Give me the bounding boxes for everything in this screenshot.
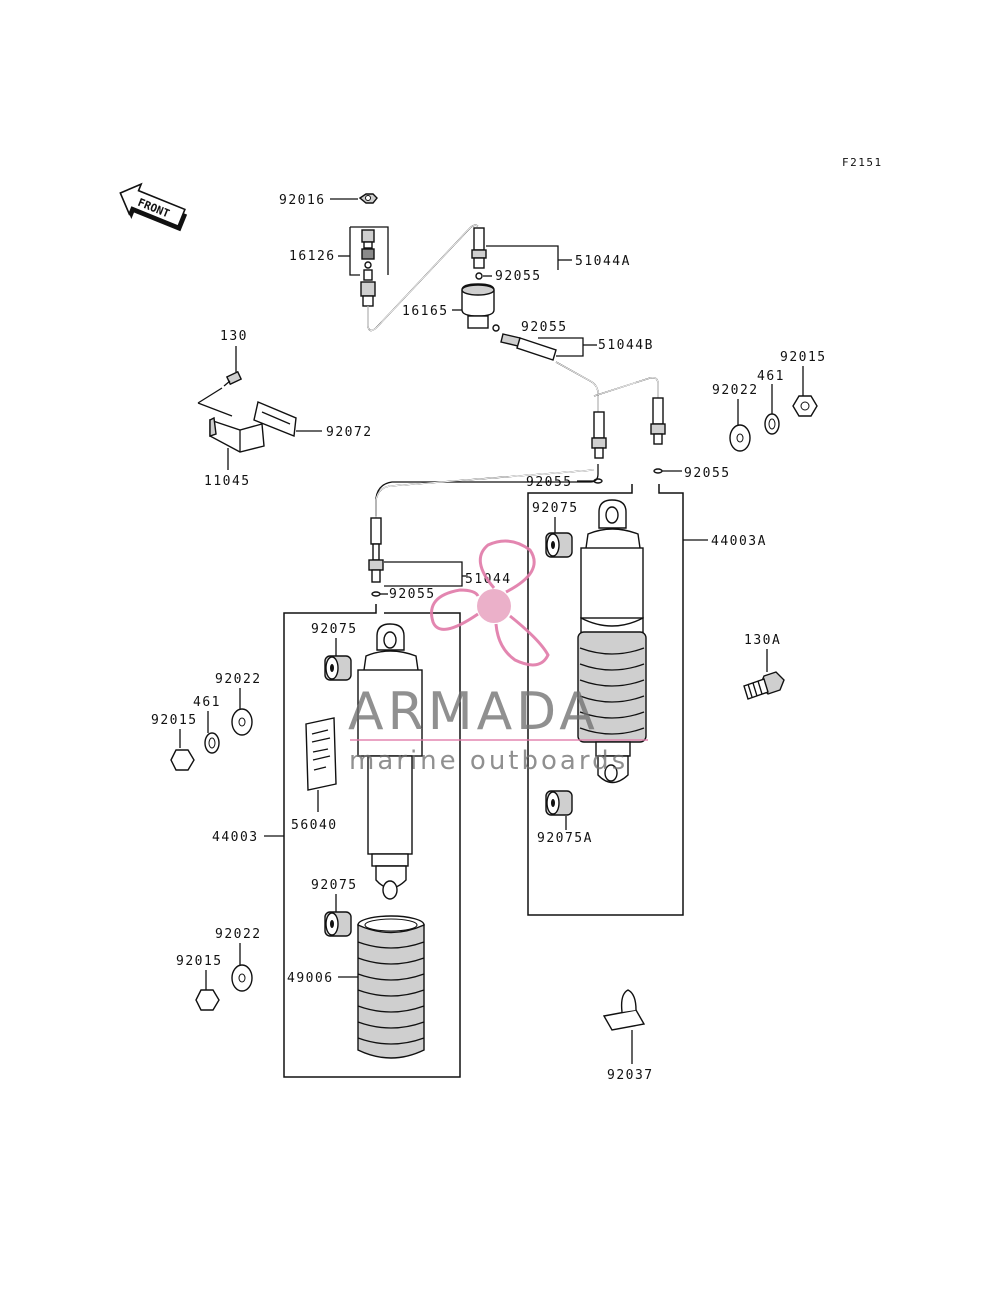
washer-461-left <box>204 732 220 754</box>
reservoir-16165 <box>461 283 495 329</box>
label-44003: 44003 <box>212 830 259 845</box>
label-92055-e: 92055 <box>389 587 436 602</box>
front-arrow-icon: FRONT <box>119 182 188 232</box>
boot-49006 <box>357 915 425 1059</box>
bracket-11045 <box>209 416 265 453</box>
label-461-left: 461 <box>193 695 221 710</box>
bushing-92075A <box>545 790 573 816</box>
label-16126: 16126 <box>289 249 336 264</box>
nut-92016 <box>358 193 378 204</box>
fitting-right-b <box>650 397 666 445</box>
hose-end-51044 <box>368 517 384 583</box>
label-92075-left1: 92075 <box>311 622 358 637</box>
label-92022-right: 92022 <box>712 383 759 398</box>
label-56040: 56040 <box>291 818 338 833</box>
shock-absorber-44003A <box>577 499 647 784</box>
label-92022-left1: 92022 <box>215 672 262 687</box>
label-decal-56040 <box>305 717 337 791</box>
label-92015-left1: 92015 <box>151 713 198 728</box>
label-92075A: 92075A <box>537 831 593 846</box>
fitting-16126 <box>360 229 376 307</box>
bushing-92075-left2 <box>324 911 352 937</box>
label-92015-right: 92015 <box>780 350 827 365</box>
washer-92022-left1 <box>231 708 253 736</box>
label-130: 130 <box>220 329 248 344</box>
label-92037: 92037 <box>607 1068 654 1083</box>
label-51044A: 51044A <box>575 254 631 269</box>
diagram-id: F2151 <box>842 156 883 169</box>
washer-92022-right <box>729 424 751 452</box>
label-92055-d: 92055 <box>684 466 731 481</box>
bolt-130 <box>223 370 243 387</box>
label-49006: 49006 <box>287 971 334 986</box>
washer-461-right <box>764 413 780 435</box>
hose-end-51044B <box>500 333 557 361</box>
propeller-logo-icon <box>430 539 550 667</box>
nut-92015-right <box>792 395 818 417</box>
label-92075-right: 92075 <box>532 501 579 516</box>
label-11045: 11045 <box>204 474 251 489</box>
label-92055-a: 92055 <box>495 269 542 284</box>
clamp-92072 <box>253 401 297 437</box>
bushing-92075-left1 <box>324 655 352 681</box>
bolt-130A <box>743 671 785 700</box>
label-92022-left2: 92022 <box>215 927 262 942</box>
label-130A: 130A <box>744 633 781 648</box>
watermark-brand: ARMADA <box>348 682 599 742</box>
hose-end-51044A <box>471 227 487 269</box>
label-44003A: 44003A <box>711 534 767 549</box>
box-44003A <box>527 484 684 916</box>
armada-watermark: ARMADA marine outboards <box>348 539 648 776</box>
clip-92037 <box>602 989 646 1031</box>
box-44003 <box>283 604 461 1078</box>
label-16165: 16165 <box>402 304 449 319</box>
watermark-tagline: marine outboards <box>349 746 628 776</box>
washer-92022-left2 <box>231 964 253 992</box>
label-92055-b: 92055 <box>521 320 568 335</box>
nut-92015-left1 <box>170 749 195 771</box>
label-92016: 92016 <box>279 193 326 208</box>
nut-92015-left2 <box>195 989 220 1011</box>
fitting-right-a <box>591 411 607 459</box>
label-51044B: 51044B <box>598 338 654 353</box>
label-461-right: 461 <box>757 369 785 384</box>
label-92072: 92072 <box>326 425 373 440</box>
label-92015-left2: 92015 <box>176 954 223 969</box>
label-92075-left2: 92075 <box>311 878 358 893</box>
shock-absorber-44003 <box>357 623 423 900</box>
bushing-92075-right <box>545 532 573 558</box>
